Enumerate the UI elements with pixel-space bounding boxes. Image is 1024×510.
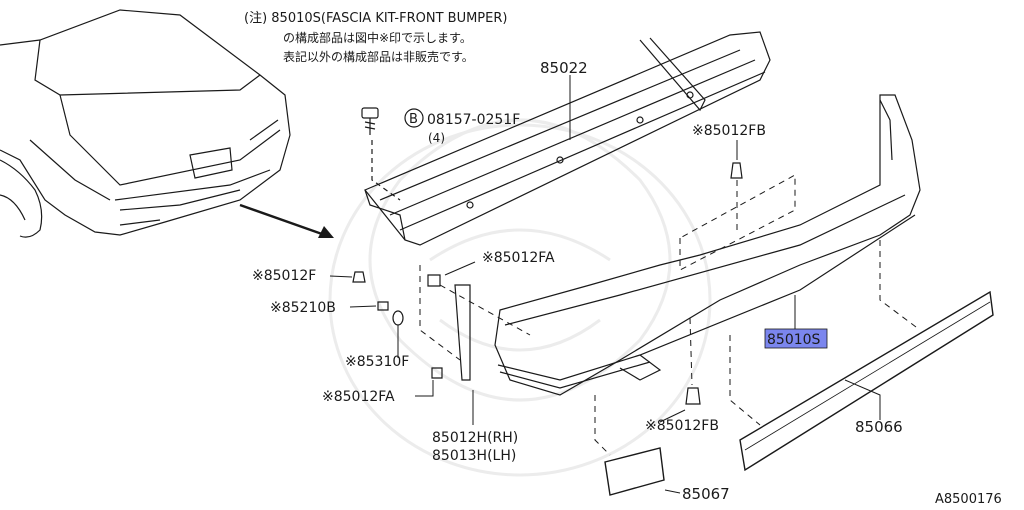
bolt-marker-circle [404,108,424,128]
fastener-group [352,162,743,405]
label-85012H-rh[interactable]: 85012H(RH) [432,430,518,446]
molding-85066 [739,290,994,472]
bumper-fascia [494,94,921,396]
label-85012F[interactable]: ※85012F [252,268,316,284]
bolt-marker-letter: B [409,112,418,127]
label-85013H-lh[interactable]: 85013H(LH) [432,448,516,464]
label-85010S-highlight [764,328,828,349]
note-line-1: (注) 85010S(FASCIA KIT-FRONT BUMPER) [244,11,507,26]
leader-lines [329,75,881,494]
label-85066[interactable]: 85066 [855,418,903,436]
note-line-3: 表記以外の構成部品は非販売です。 [283,49,474,64]
watermark-emblem [328,118,712,477]
label-85012FA-top[interactable]: ※85012FA [482,250,555,266]
label-85012FA-bottom[interactable]: ※85012FA [322,389,395,405]
label-85012FB-top[interactable]: ※85012FB [692,123,766,139]
label-bolt-qty: (4) [428,131,445,145]
label-85022[interactable]: 85022 [540,59,588,77]
label-85210B[interactable]: ※85210B [270,300,336,316]
label-85010S[interactable]: 85010S [767,332,821,348]
label-85310F[interactable]: ※85310F [345,354,409,370]
label-85067[interactable]: 85067 [682,485,730,503]
dashed-guides [419,174,921,456]
molding-85066-inner [744,301,991,451]
note-line-2: の構成部品は図中※印で示します。 [283,30,472,45]
direction-arrow [239,203,334,238]
car-illustration [0,9,291,238]
bolt-08157-0251F [361,107,401,201]
reinforcement-beam [364,31,771,246]
label-08157-0251F[interactable]: 08157-0251F [427,112,520,128]
label-85012FB-bottom[interactable]: ※85012FB [645,418,719,434]
diagram-id: A8500176 [935,492,1002,507]
pad-85067 [604,447,665,496]
